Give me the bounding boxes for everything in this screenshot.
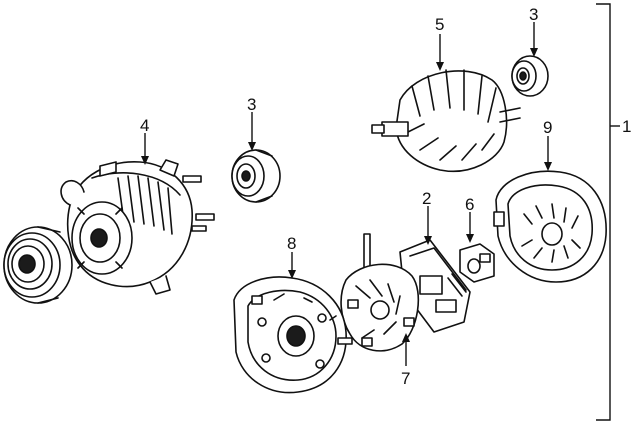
callout-4: 4 xyxy=(140,116,149,135)
callout-3-rear-bearing: 3 xyxy=(529,5,538,24)
callout-5: 5 xyxy=(435,15,444,34)
brush-holder xyxy=(459,243,495,283)
rotor xyxy=(371,69,521,172)
pulley xyxy=(3,226,73,304)
bearing-front xyxy=(231,149,281,203)
rear-end-cover xyxy=(493,170,607,283)
callout-2: 2 xyxy=(422,189,431,208)
callout-labels: 1 2 3 3 4 5 6 7 8 9 xyxy=(140,5,631,388)
bearing-rear xyxy=(511,55,549,97)
callout-1: 1 xyxy=(622,117,631,136)
callout-9: 9 xyxy=(543,118,552,137)
alternator-assembly xyxy=(60,159,215,295)
leader-lines xyxy=(141,3,620,421)
rectifier xyxy=(340,233,420,352)
callout-3-front-bearing: 3 xyxy=(247,95,256,114)
callout-8: 8 xyxy=(287,234,296,253)
callout-6: 6 xyxy=(465,195,474,214)
callout-7: 7 xyxy=(401,369,410,388)
drive-end-frame xyxy=(233,276,353,394)
